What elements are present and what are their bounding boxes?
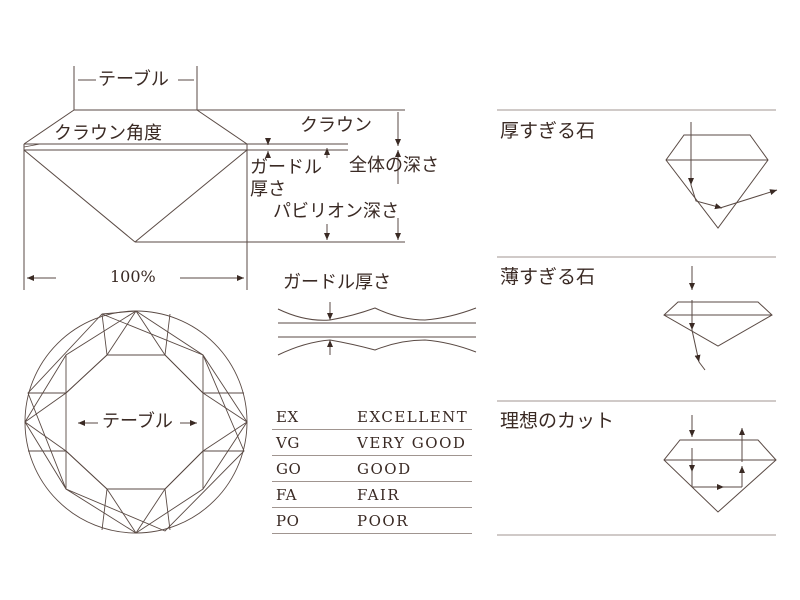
girdle-thickness-label: ガードル 厚さ — [250, 157, 322, 200]
too-thin-stone-title: 薄すぎる石 — [500, 266, 596, 288]
grade-name: GOOD — [357, 460, 412, 478]
total-depth-label: 全体の深さ — [349, 155, 439, 176]
grade-code: GO — [276, 460, 302, 478]
grade-row: VG VERY GOOD — [272, 429, 472, 456]
grade-code: PO — [276, 512, 300, 530]
ideal-cut-diagram — [663, 415, 777, 513]
grade-row: FA FAIR — [272, 481, 472, 508]
grade-row: EX EXCELLENT — [272, 403, 472, 430]
grade-code: EX — [276, 408, 299, 426]
grade-code: VG — [276, 434, 300, 452]
diamond-top-view — [24, 310, 248, 534]
diamond-side-profile — [23, 66, 405, 290]
too-thin-stone-diagram — [663, 266, 773, 371]
table-bottom-label: テーブル — [102, 411, 173, 432]
crown-label: クラウン — [300, 115, 372, 136]
grade-name: VERY GOOD — [357, 434, 467, 452]
diameter-percent-label: 100% — [110, 267, 156, 286]
girdle-detail-label: ガードル厚さ — [283, 272, 391, 293]
grade-name: EXCELLENT — [357, 408, 469, 426]
girdle-detail — [277, 302, 477, 356]
too-thick-stone-diagram — [665, 122, 778, 229]
too-thick-stone-title: 厚すぎる石 — [500, 120, 596, 142]
grade-row: GO GOOD — [272, 455, 472, 482]
grade-code: FA — [276, 486, 297, 504]
table-top-label: テーブル — [98, 69, 169, 90]
grade-row: PO POOR — [272, 507, 472, 534]
crown-angle-label: クラウン角度 — [54, 123, 162, 144]
ideal-cut-title: 理想のカット — [500, 410, 615, 432]
grade-name: POOR — [357, 512, 409, 530]
pavilion-depth-label: パビリオン深さ — [273, 201, 399, 222]
grade-name: FAIR — [357, 486, 401, 504]
